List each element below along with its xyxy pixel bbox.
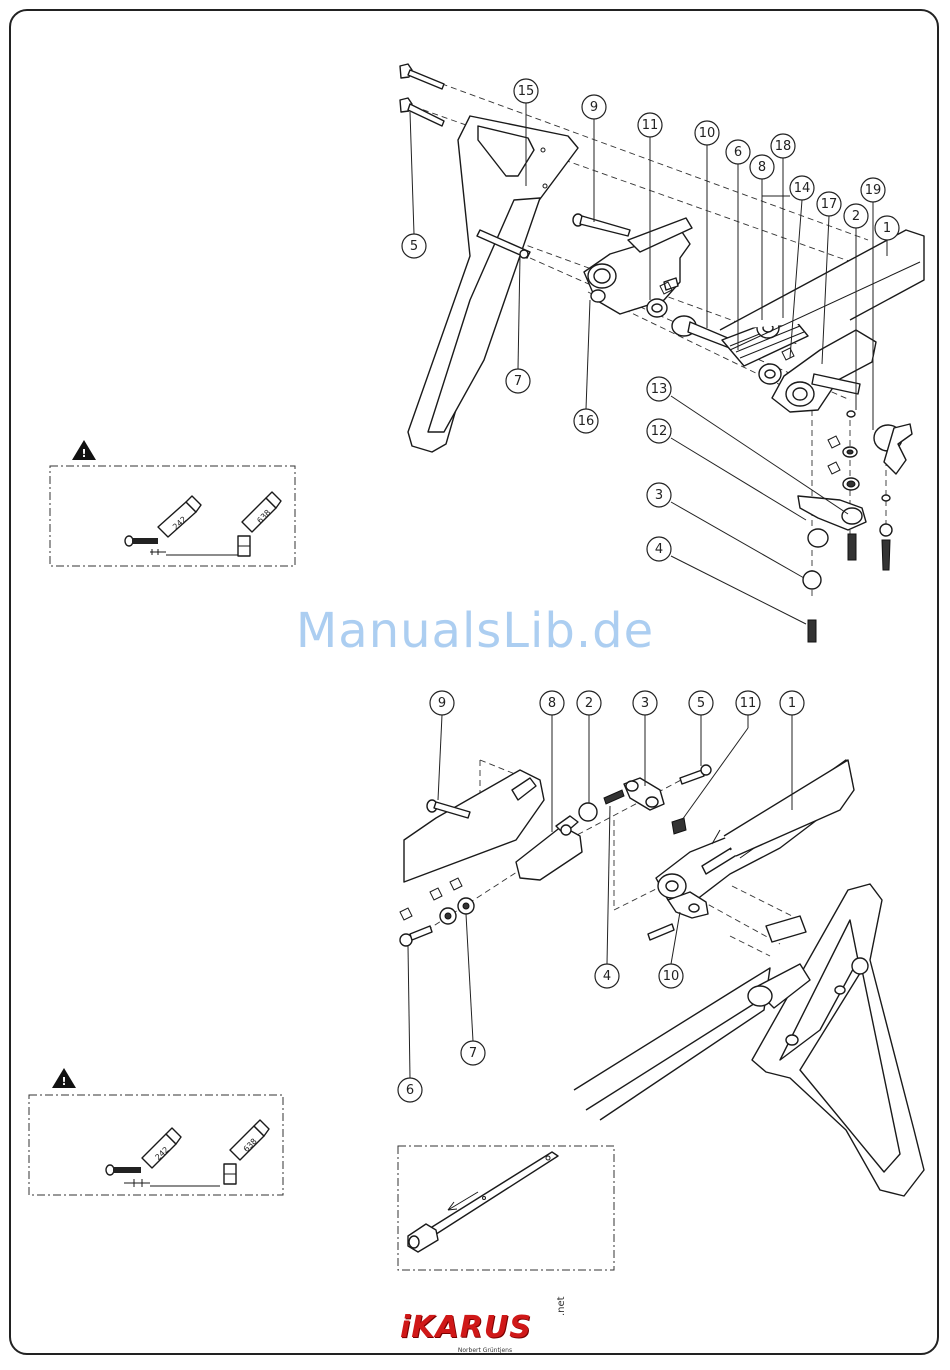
callout-number: 13 (651, 382, 668, 397)
threadlocker-bottle-242-icon: 242 (142, 1128, 181, 1168)
bearings-part-7 (400, 878, 474, 924)
callout-number: 4 (603, 969, 611, 984)
bell-crank-part-10 (648, 892, 708, 940)
brand-logo-suffix: .net (556, 1296, 567, 1316)
threadlocker-box-bottom: ! 242 638 (29, 1068, 283, 1195)
callout-top-17: 17 (817, 192, 841, 216)
bearing-icon (238, 536, 250, 556)
vertical-fin-part-15 (408, 116, 578, 452)
callout-number: 2 (585, 696, 593, 711)
watermark: ManualsLib.de (0, 603, 950, 659)
rod-part-4 (604, 790, 624, 804)
callout-top-15: 15 (514, 79, 538, 103)
callout-number: 19 (865, 183, 882, 198)
retaining-compound-bottle-638-icon: 638 (242, 492, 281, 532)
callout-top-5: 5 (402, 234, 426, 258)
screw-part-6 (400, 926, 432, 946)
callout-number: 8 (548, 696, 556, 711)
threadlocker-box-top: ! 242 638 (50, 440, 295, 566)
callout-number: 9 (590, 100, 598, 115)
callout-number: 14 (794, 181, 811, 196)
callout-top-16: 16 (574, 409, 598, 433)
callout-number: 3 (641, 696, 649, 711)
screw-icon (125, 536, 166, 555)
callout-bottom-3: 3 (633, 691, 657, 715)
callout-number: 18 (775, 139, 792, 154)
callout-number: 5 (697, 696, 705, 711)
callout-number: 6 (406, 1083, 414, 1098)
callout-number: 4 (655, 542, 663, 557)
callout-top-8: 8 (750, 155, 774, 179)
callout-top-7: 7 (506, 369, 530, 393)
callout-bottom-8: 8 (540, 691, 564, 715)
callout-top-19: 19 (861, 178, 885, 202)
shaft-detail-box (398, 1146, 614, 1270)
callout-bottom-1: 1 (780, 691, 804, 715)
callout-number: 3 (655, 488, 663, 503)
callout-top-12: 12 (647, 419, 671, 443)
callout-number: 17 (821, 197, 838, 212)
callout-number: 7 (469, 1046, 477, 1061)
callout-top-4: 4 (647, 537, 671, 561)
callout-bottom-7: 7 (461, 1041, 485, 1065)
callout-number: 15 (518, 84, 535, 99)
callout-top-10: 10 (695, 121, 719, 145)
callout-top-1: 1 (875, 216, 899, 240)
gearbox-case-part-16 (584, 218, 692, 314)
brand-author: Norbert Grüntjens (420, 1347, 550, 1354)
callout-number: 16 (578, 414, 595, 429)
callout-top-9: 9 (582, 95, 606, 119)
callout-top-3: 3 (647, 483, 671, 507)
callout-number: 2 (852, 209, 860, 224)
callout-number: 5 (410, 239, 418, 254)
screw-part-5-bottom (680, 765, 711, 784)
set-screw-part-11 (672, 818, 686, 834)
callout-number: 10 (699, 126, 716, 141)
assembled-tail-unit (574, 884, 924, 1196)
retaining-compound-bottle-638-icon: 638 (230, 1120, 269, 1160)
callout-bottom-4: 4 (595, 964, 619, 988)
svg-text:!: ! (61, 1075, 66, 1088)
callout-number: 11 (642, 118, 659, 133)
callout-bottom-6: 6 (398, 1078, 422, 1102)
threadlocker-bottle-242-icon: 242 (158, 496, 201, 537)
callout-bottom-9: 9 (430, 691, 454, 715)
linkage-part-3 (624, 778, 664, 810)
callout-bottom-11: 11 (736, 691, 760, 715)
callout-top-13: 13 (647, 377, 671, 401)
callout-bottom-2: 2 (577, 691, 601, 715)
callout-number: 9 (438, 696, 446, 711)
screw-part-5 (400, 64, 444, 126)
callout-top-2: 2 (844, 204, 868, 228)
callout-bottom-10: 10 (659, 964, 683, 988)
callout-number: 12 (651, 424, 668, 439)
callout-top-18: 18 (771, 134, 795, 158)
callout-top-11: 11 (638, 113, 662, 137)
callout-bottom-5: 5 (689, 691, 713, 715)
callout-number: 11 (740, 696, 757, 711)
callout-number: 6 (734, 145, 742, 160)
callout-number: 1 (883, 221, 891, 236)
callout-top-14: 14 (790, 176, 814, 200)
brand-logo: iKARUS (400, 1310, 560, 1345)
callout-number: 10 (663, 969, 680, 984)
svg-text:!: ! (81, 447, 86, 460)
bell-crank-part-19 (874, 424, 912, 474)
ball-part-2 (579, 803, 597, 821)
callout-number: 7 (514, 374, 522, 389)
bottom-exploded-view (400, 715, 924, 1196)
bolt-part-9 (573, 214, 630, 236)
bearing-icon (224, 1164, 236, 1184)
callout-number: 1 (788, 696, 796, 711)
callout-number: 8 (758, 160, 766, 175)
screw-icon (106, 1165, 150, 1187)
callout-top-6: 6 (726, 140, 750, 164)
